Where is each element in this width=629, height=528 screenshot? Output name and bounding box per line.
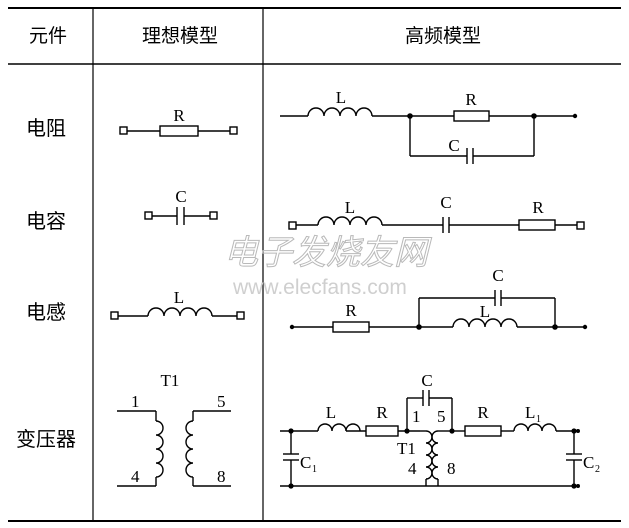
ideal-resistor-label: R (173, 106, 185, 125)
hf-transformer-C1-subscript: 1 (312, 464, 317, 475)
hf-transformer-T1-label: T1 (397, 439, 416, 458)
table-lines (8, 7, 621, 522)
hf-resistor-circuit: L R C (280, 88, 578, 164)
ideal-capacitor-label: C (175, 187, 186, 206)
hf-resistor-L-label: L (336, 88, 346, 107)
hf-inductor-L-label: L (480, 302, 490, 321)
hf-resistor-R-label: R (465, 90, 477, 109)
hf-transformer-R2-label: R (477, 403, 489, 422)
hf-capacitor-circuit: L C R (288, 193, 585, 233)
hf-transformer-R-label: R (376, 403, 388, 422)
row-label-resistor: 电阻 (26, 116, 66, 140)
watermark-cn: 电子发烧友网 (224, 233, 432, 273)
ideal-pin-1: 1 (131, 392, 140, 411)
hf-transformer-pin-5: 5 (437, 407, 446, 426)
hf-inductor-R-label: R (345, 301, 357, 320)
row-label-inductor: 电感 (26, 300, 66, 324)
ideal-pin-5: 5 (217, 392, 226, 411)
hf-inductor-circuit: C R L (289, 266, 588, 333)
ideal-pin-4: 4 (131, 467, 140, 486)
row-label-capacitor: 电容 (26, 209, 66, 233)
header-component: 元件 (29, 25, 67, 47)
hf-transformer-C2-subscript: 2 (595, 464, 600, 475)
hf-transformer-L1-subscript: 1 (536, 414, 541, 425)
hf-transformer-pin-1: 1 (412, 407, 421, 426)
ideal-resistor-symbol: R (119, 106, 238, 137)
row-label-transformer: 变压器 (16, 427, 76, 451)
hf-transformer-C-label: C (421, 371, 432, 390)
ideal-transformer-symbol: T1 1 4 5 8 (117, 371, 231, 487)
hf-transformer-pin-4: 4 (408, 459, 417, 478)
hf-capacitor-L-label: L (345, 198, 355, 217)
hf-resistor-C-label: C (448, 136, 459, 155)
hf-transformer-L-label: L (326, 403, 336, 422)
header-ideal-model: 理想模型 (142, 25, 218, 47)
hf-capacitor-R-label: R (532, 198, 544, 217)
ideal-inductor-label: L (174, 288, 184, 307)
ideal-capacitor-symbol: C (144, 187, 218, 225)
hf-capacitor-C-label: C (440, 193, 451, 212)
header-high-frequency-model: 高频模型 (405, 25, 481, 47)
hf-transformer-C1-label: C (300, 453, 311, 472)
ideal-transformer-label: T1 (161, 371, 180, 390)
ideal-pin-8: 8 (217, 467, 226, 486)
ideal-inductor-symbol: L (110, 288, 245, 320)
watermark-url: www.elecfans.com (232, 276, 407, 299)
hf-transformer-pin-8: 8 (447, 459, 456, 478)
hf-inductor-C-label: C (492, 266, 503, 285)
hf-transformer-circuit: C 1 L R C 1 5 T1 4 8 R L 1 C 2 (280, 371, 600, 489)
hf-transformer-L1-label: L (525, 403, 535, 422)
hf-transformer-C2-label: C (583, 453, 594, 472)
